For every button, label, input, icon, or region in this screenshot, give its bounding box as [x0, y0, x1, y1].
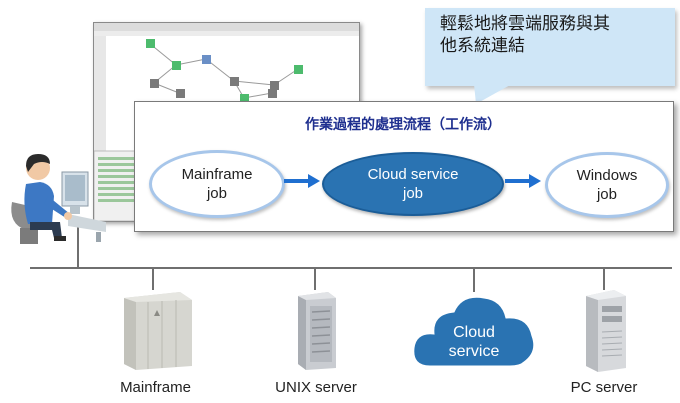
windows-job-line1: Windows — [576, 167, 638, 184]
cloud-label-line2: service — [448, 343, 500, 360]
cloud-service-job-node: Cloud service job — [322, 152, 504, 216]
flow-arrow-1 — [284, 174, 320, 188]
operator-at-desk-icon — [11, 154, 106, 244]
mainframe-job-line2: job — [206, 185, 227, 202]
windows-job-node: Windows job — [545, 152, 669, 218]
cloud-service-icon — [413, 296, 535, 367]
cloud-job-line2: job — [402, 185, 424, 202]
cloud-label-line1: Cloud — [453, 324, 495, 341]
mainframe-label: Mainframe — [120, 379, 191, 396]
mainframe-icon — [124, 292, 192, 370]
callout-line-1: 輕鬆地將雲端服務與其 — [440, 14, 610, 33]
cloud-service-label: Cloud service — [430, 323, 518, 361]
callout-pointer — [474, 84, 512, 104]
unix-server-label: UNIX server — [275, 379, 357, 396]
pc-server-label: PC server — [570, 379, 638, 396]
windows-job-line2: job — [596, 186, 617, 203]
callout-text: 輕鬆地將雲端服務與其 他系統連結 — [440, 13, 670, 57]
cloud-job-line1: Cloud service — [367, 166, 459, 183]
pc-server-icon — [586, 290, 626, 372]
mainframe-job-node: Mainframe job — [149, 150, 285, 218]
flow-arrow-2 — [505, 174, 541, 188]
callout-box — [425, 8, 675, 86]
workflow-title: 作業過程的處理流程（工作流） — [305, 116, 501, 132]
mainframe-job-line1: Mainframe — [181, 166, 253, 183]
callout-line-2: 他系統連結 — [440, 36, 525, 55]
unix-server-icon — [298, 292, 336, 370]
